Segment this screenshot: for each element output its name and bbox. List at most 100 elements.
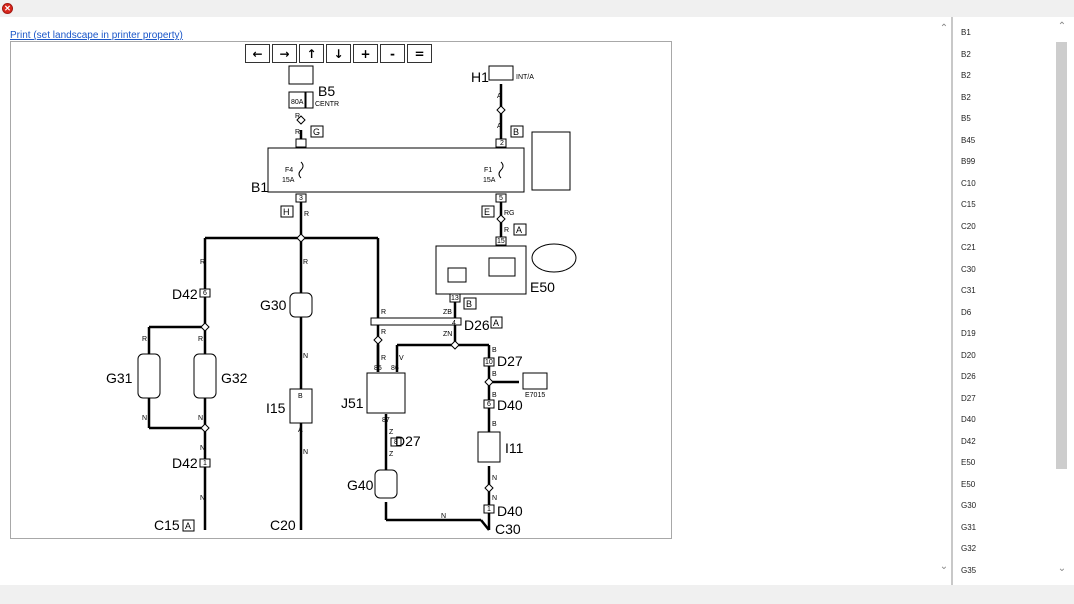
wiring-diagram: ← → ↑ ↓ + - = [10, 41, 672, 539]
list-item[interactable]: G31 [961, 522, 977, 532]
label-d27-mid: D27 [395, 433, 421, 449]
list-item[interactable]: B1 [961, 28, 971, 37]
list-item[interactable]: D19 [961, 329, 976, 338]
list-item[interactable]: E50 [961, 479, 976, 489]
pane-splitter[interactable] [951, 17, 953, 585]
wire-zn: ZN [443, 331, 452, 338]
list-item[interactable]: B99 [961, 157, 976, 166]
label-b5-centr: CENTR [315, 101, 339, 108]
pin-6-d40: 6 [487, 401, 491, 408]
tag-a-1: A [516, 225, 522, 235]
wire-v: V [399, 355, 404, 362]
tag-g: G [313, 127, 320, 137]
zoom-reset-button[interactable]: = [407, 44, 432, 63]
list-item[interactable]: B2 [961, 71, 971, 80]
list-item[interactable]: C10 [961, 178, 976, 188]
list-item[interactable]: D42 [961, 436, 976, 446]
wire-n-6: N [200, 445, 205, 452]
label-f1: F1 [484, 167, 492, 174]
pin-6-d42: 6 [203, 290, 207, 297]
wire-rg: RG [504, 210, 515, 217]
wire-r-10: R [142, 336, 147, 343]
label-f4-amp: 15A [282, 177, 295, 184]
diagram-scrollbar[interactable]: ⌃ ⌄ [937, 23, 951, 581]
wire-r-6: R [303, 259, 308, 266]
label-e50: E50 [530, 279, 555, 295]
list-item[interactable]: C31 [961, 286, 976, 295]
label-b5: B5 [318, 83, 335, 99]
label-b5-fuse: 80A [291, 99, 304, 106]
label-i15: I15 [266, 400, 286, 416]
label-c15: C15 [154, 517, 180, 533]
scroll-thumb[interactable] [1056, 42, 1067, 469]
wire-r-11: R [198, 336, 203, 343]
wire-r-1: R [295, 113, 300, 120]
wire-z-2: Z [389, 451, 394, 458]
wire-a-2: A [497, 123, 502, 130]
wire-r-3: R [304, 211, 309, 218]
wire-n-9: N [198, 415, 203, 422]
pan-right-button[interactable]: → [272, 44, 297, 63]
label-c20: C20 [270, 517, 296, 533]
list-item[interactable]: D27 [961, 393, 976, 403]
label-f1-amp: 15A [483, 177, 496, 184]
tag-h: H [283, 207, 290, 217]
wire-n-1: N [492, 475, 497, 482]
pan-up-button[interactable]: ↑ [299, 44, 324, 63]
wire-r-8: R [381, 329, 386, 336]
pin-13-e50: 13 [451, 295, 459, 302]
pan-left-button[interactable]: ← [245, 44, 270, 63]
list-item[interactable]: C15 [961, 200, 976, 209]
component-list-scrollbar[interactable]: ⌃ ⌄ [1056, 21, 1067, 581]
tag-a-3: A [185, 521, 191, 531]
list-item[interactable]: C21 [961, 243, 976, 252]
pin-85-j51: 85 [374, 365, 382, 372]
print-link[interactable]: Print (set landscape in printer property… [10, 30, 183, 41]
label-d40-bot: D40 [497, 503, 523, 519]
pin-10-d27: 10 [485, 359, 493, 366]
title-bar: ✕ [0, 0, 1074, 18]
scroll-up-icon[interactable]: ⌃ [1057, 21, 1067, 32]
wire-n-4: N [303, 353, 308, 360]
pin-8-d27: 8 [394, 439, 398, 446]
close-icon[interactable]: ✕ [2, 3, 13, 14]
list-item[interactable]: C30 [961, 264, 976, 274]
wire-r-4: R [504, 227, 509, 234]
zoom-in-button[interactable]: + [353, 44, 378, 63]
label-f4: F4 [285, 167, 293, 174]
list-item[interactable]: G32 [961, 544, 977, 553]
wire-r-9: R [381, 355, 386, 362]
schematic-svg: B5 H1 B1 E50 D26 D27 D27 D40 D40 D42 D42… [106, 65, 577, 537]
tag-e: E [484, 207, 490, 217]
chevron-down-icon[interactable]: ⌄ [939, 561, 949, 572]
list-item[interactable]: B2 [961, 49, 971, 59]
list-item[interactable]: B2 [961, 92, 971, 102]
tag-b-2: B [466, 299, 472, 309]
list-item[interactable]: D26 [961, 372, 976, 381]
list-item[interactable]: E50 [961, 458, 976, 467]
pin-4-d26: 4 [452, 320, 456, 327]
list-item[interactable]: C20 [961, 221, 976, 231]
pin-a-i15: A [298, 427, 303, 434]
list-item[interactable]: D20 [961, 350, 976, 360]
scroll-down-icon[interactable]: ⌄ [1057, 563, 1067, 574]
chevron-up-icon[interactable]: ⌃ [939, 23, 949, 34]
pin-86-j51: 86 [391, 365, 399, 372]
list-item[interactable]: D6 [961, 307, 972, 317]
list-item[interactable]: B5 [961, 114, 971, 123]
label-e7015: E7015 [525, 392, 545, 399]
list-item[interactable]: B45 [961, 135, 976, 145]
list-item[interactable]: D40 [961, 415, 976, 424]
list-item[interactable]: G30 [961, 501, 977, 510]
wire-b-2: B [492, 371, 497, 378]
zoom-out-button[interactable]: - [380, 44, 405, 63]
pan-down-button[interactable]: ↓ [326, 44, 351, 63]
list-item[interactable]: G35 [961, 565, 977, 575]
label-g30: G30 [260, 297, 287, 313]
wire-r-2: R [295, 129, 300, 136]
label-d42-bot: D42 [172, 455, 198, 471]
label-g40: G40 [347, 477, 374, 493]
wire-r-7: R [381, 309, 386, 316]
